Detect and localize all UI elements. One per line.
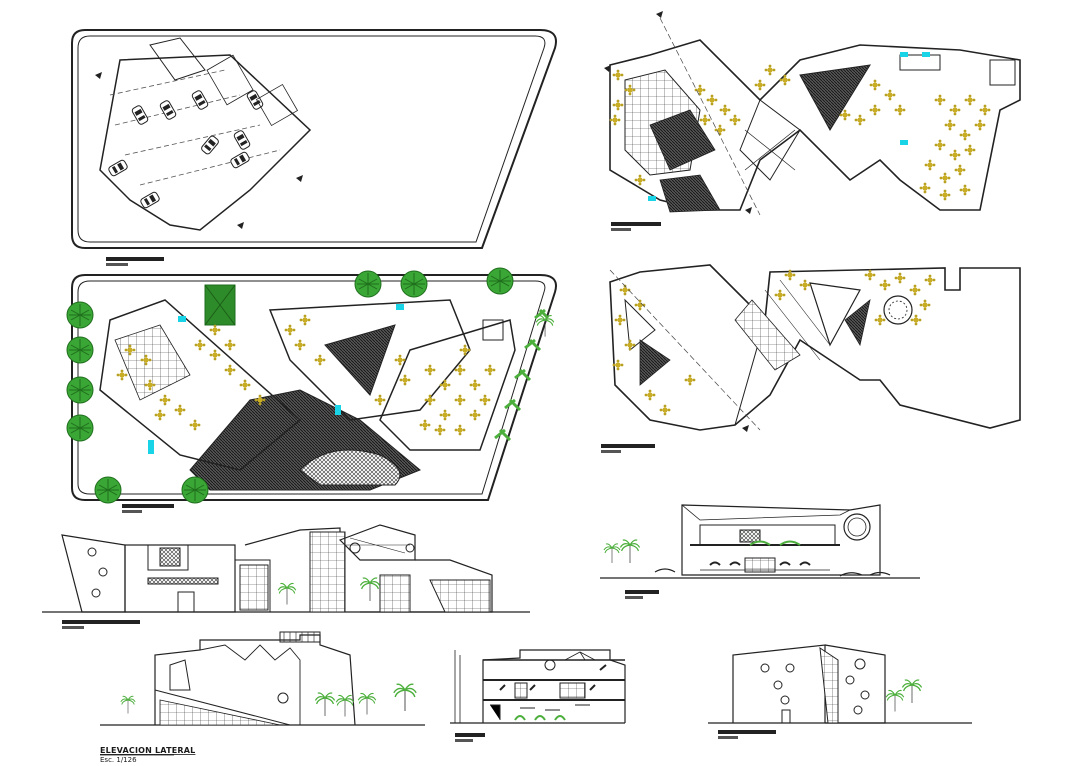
rear-elevation — [708, 644, 972, 739]
lateral-elevation-scale: Esc. 1/126 — [100, 756, 137, 764]
north-arrow-icon — [604, 11, 752, 214]
lateral-elevation-title: ELEVACION LATERAL — [100, 746, 195, 755]
upper-floor-plan — [604, 11, 1021, 231]
palm-icon — [885, 679, 923, 713]
ground-floor-plan — [66, 267, 557, 513]
palm-icon — [603, 539, 641, 564]
roof-plan — [601, 264, 1021, 453]
section-cut — [450, 649, 626, 742]
car-icon — [107, 89, 265, 210]
front-elevation — [42, 524, 530, 629]
parking-plan — [71, 29, 557, 266]
section-elevation — [600, 504, 920, 599]
north-arrow-icon — [95, 72, 303, 229]
palm-icon — [535, 314, 555, 338]
lateral-elevation — [100, 631, 425, 726]
